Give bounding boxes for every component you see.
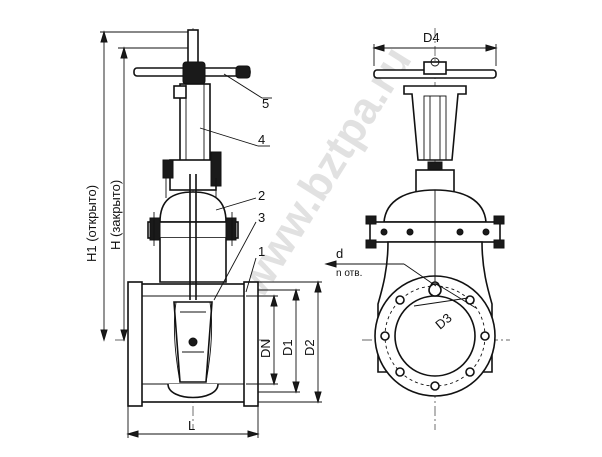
side-view: D4 — [324, 28, 510, 430]
callout-3: 3 — [258, 210, 265, 225]
callout-5: 5 — [262, 96, 269, 111]
dim-h1-label: H1 (открыто) — [84, 185, 99, 262]
callout-1: 1 — [258, 244, 265, 259]
dim-d2-label: D2 — [302, 339, 317, 356]
holes-count-label: n отв. — [336, 268, 362, 279]
dim-l-label: L — [188, 418, 195, 433]
dim-d4-label: D4 — [423, 30, 440, 45]
dim-dn-label: DN — [258, 339, 273, 358]
callout-2: 2 — [258, 188, 265, 203]
front-view: 5 4 2 3 1 H1 (открыто) H (закрыто) L — [84, 28, 322, 438]
callout-4: 4 — [258, 132, 265, 147]
dim-d-label: d — [336, 246, 343, 261]
dim-h-label: H (закрыто) — [108, 180, 123, 250]
dim-d1-label: D1 — [280, 339, 295, 356]
